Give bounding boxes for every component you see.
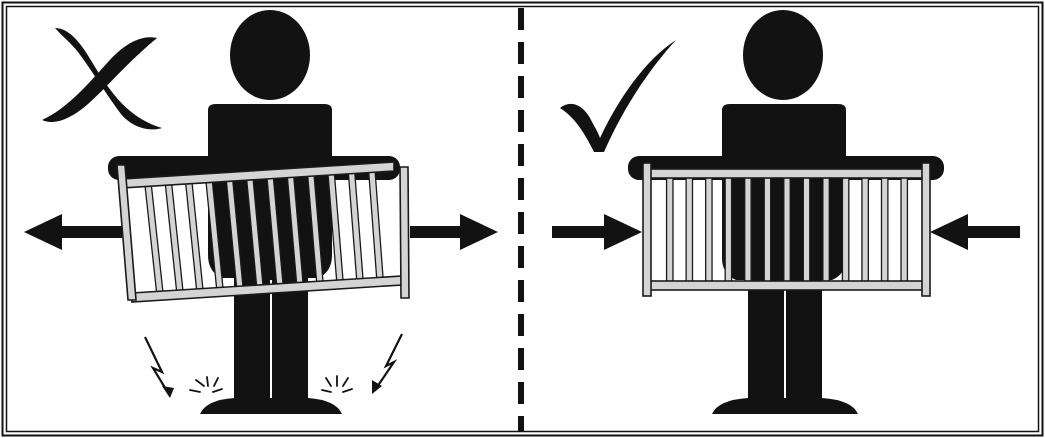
gate-tilted [116, 161, 410, 303]
gate-left-post [116, 164, 137, 301]
arrow-left-inward [552, 214, 642, 250]
person-feet [712, 398, 858, 414]
gate-right-post [399, 166, 410, 299]
gate-bars [665, 175, 909, 284]
gate-bar [802, 175, 811, 284]
gate-bar [724, 175, 733, 284]
gate-left-post [642, 162, 652, 297]
gate-bar [841, 175, 850, 284]
person-head [230, 10, 310, 100]
gate-bar [763, 175, 772, 284]
gate-level [642, 162, 931, 297]
panel-correct [552, 10, 1020, 414]
gate-bar [164, 183, 184, 294]
gate-bar [184, 182, 204, 293]
gate-bar [880, 175, 889, 284]
arrow-right-inward [930, 214, 1020, 250]
gate-bar [144, 184, 164, 295]
gate-bar [783, 175, 791, 284]
impact-burst-right-icon [321, 375, 353, 393]
gate-bar [704, 175, 713, 284]
cross-mark-icon [42, 28, 162, 130]
panel-incorrect [24, 10, 498, 414]
gate-bar [822, 175, 830, 284]
gate-top-rail [647, 168, 927, 179]
person-head [743, 10, 823, 100]
gate-bar [685, 175, 694, 284]
arrow-right-outward [410, 214, 498, 250]
gate-bar [367, 170, 384, 281]
gate-bar [861, 175, 870, 284]
check-mark-icon [560, 40, 676, 152]
gate-right-post [921, 162, 931, 297]
gate-bar [665, 175, 674, 284]
impact-bolt-right-icon [372, 333, 403, 394]
person-feet [200, 398, 342, 414]
impact-burst-left-icon [189, 376, 223, 393]
gate-bar [744, 175, 752, 284]
gate-bar [347, 171, 364, 282]
impact-bolt-left-icon [144, 336, 174, 398]
gate-bottom-rail [647, 280, 927, 291]
gate-bar [900, 175, 909, 284]
arrow-left-outward [24, 214, 122, 250]
